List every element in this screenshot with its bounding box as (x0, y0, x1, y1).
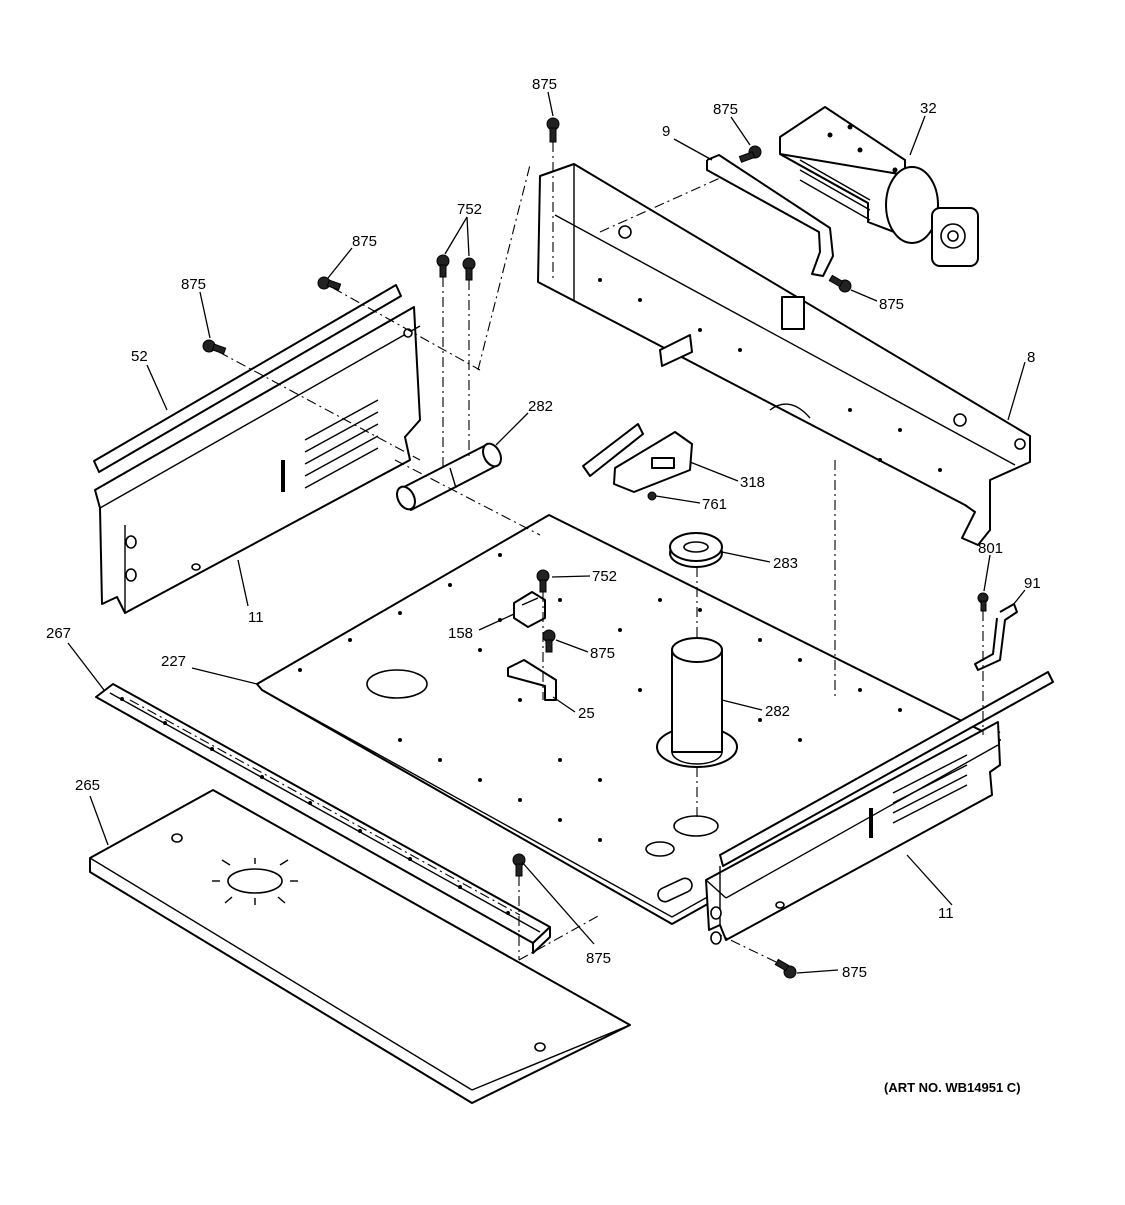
callout-11-left: 11 (248, 609, 264, 626)
callout-8: 8 (1027, 349, 1035, 366)
screw-875-left2 (317, 276, 342, 291)
screw-875-bot2 (774, 958, 797, 979)
screw-875-b (738, 145, 762, 163)
tube-282-middle (656, 637, 738, 768)
callout-227: 227 (161, 653, 186, 670)
screw-801 (977, 592, 989, 612)
tube-282-top (396, 442, 502, 511)
callout-875-bot1: 875 (586, 950, 611, 967)
screw-875-left1 (202, 339, 227, 355)
callout-283: 283 (773, 555, 798, 572)
callout-265: 265 (75, 777, 100, 794)
screw-875-right (828, 274, 852, 293)
bracket-91 (974, 603, 1018, 671)
bracket-25 (507, 659, 557, 701)
callout-752-top: 752 (457, 201, 482, 218)
callout-875-top: 875 (532, 76, 557, 93)
bottom-panel-265 (89, 789, 631, 1104)
callout-267: 267 (46, 625, 71, 642)
callout-875-right: 875 (879, 296, 904, 313)
bracket-318 (582, 423, 693, 493)
callout-9: 9 (662, 123, 670, 140)
rear-panel-8 (537, 163, 1031, 546)
screw-875-top (546, 117, 560, 143)
callout-32: 32 (920, 100, 937, 117)
alignment-lines (218, 142, 984, 963)
ring-283 (669, 532, 723, 568)
callout-25: 25 (578, 705, 595, 722)
callout-52: 52 (131, 348, 148, 365)
screw-761 (647, 491, 657, 501)
screw-875-mid (542, 629, 556, 653)
callout-875-left1: 875 (181, 276, 206, 293)
sensor-158 (513, 591, 546, 628)
callout-875-mid: 875 (590, 645, 615, 662)
callout-875-left2: 875 (352, 233, 377, 250)
callout-752-mid: 752 (592, 568, 617, 585)
screw-752-b (462, 257, 476, 281)
fan-motor-32 (779, 106, 979, 267)
base-plate-227 (256, 514, 1001, 925)
callout-875-b: 875 (713, 101, 738, 118)
callout-801: 801 (978, 540, 1003, 557)
callout-labels: 875 9 875 32 752 875 875 52 875 8 282 31… (46, 76, 1041, 1095)
callout-761: 761 (702, 496, 727, 513)
art-number: (ART NO. WB14951 C) (884, 1080, 1021, 1095)
screw-752-mid (536, 569, 550, 593)
callout-158: 158 (448, 625, 473, 642)
callout-875-bot2: 875 (842, 964, 867, 981)
screw-875-bot1 (512, 853, 526, 877)
callout-282-top: 282 (528, 398, 553, 415)
callout-11-right: 11 (938, 905, 954, 922)
bracket-9 (706, 154, 834, 277)
callout-282-mid: 282 (765, 703, 790, 720)
right-side-panel-11 (705, 671, 1054, 945)
left-side-panel-11 (93, 284, 421, 614)
callout-91: 91 (1024, 575, 1041, 592)
front-channel-267 (95, 683, 551, 954)
leader-lines (67, 91, 1026, 974)
callout-318: 318 (740, 474, 765, 491)
screws (202, 117, 989, 979)
screw-752-a (436, 254, 450, 278)
